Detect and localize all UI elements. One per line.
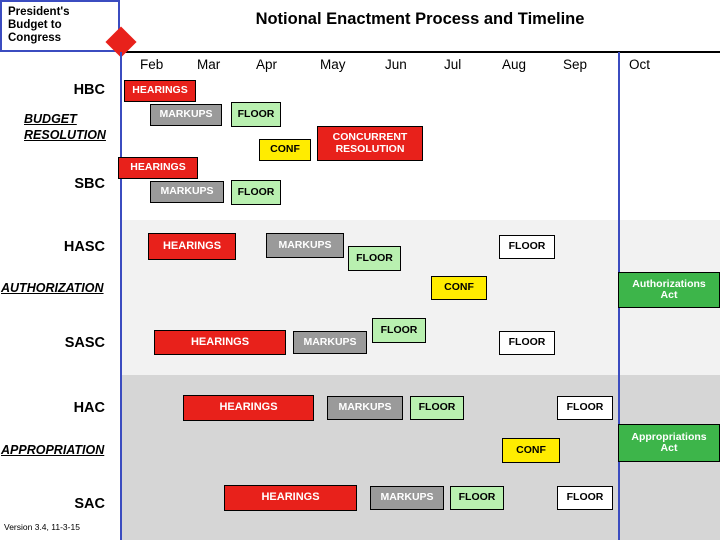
step-sasc-floor-1[interactable]: FLOOR bbox=[372, 318, 426, 343]
step-sac-markups[interactable]: MARKUPS bbox=[370, 486, 444, 510]
authorizations-act-line-2: Act bbox=[660, 289, 678, 301]
appropriations-act-line-1: Appropriations bbox=[631, 430, 707, 443]
presidents-budget-line-3: Congress bbox=[8, 32, 62, 44]
step-sac-floor-2[interactable]: FLOOR bbox=[557, 486, 613, 510]
page-title: Notional Enactment Process and Timeline bbox=[255, 10, 585, 28]
version-label: Version 3.4, 11-3-15 bbox=[4, 522, 80, 532]
presidents-budget-box: President's Budget to Congress bbox=[0, 0, 120, 52]
step-hbc-hearings[interactable]: HEARINGS bbox=[124, 80, 196, 102]
step-appropriations-act[interactable]: Appropriations Act bbox=[618, 424, 720, 462]
step-hbc-floor[interactable]: FLOOR bbox=[231, 102, 281, 127]
chamber-label-hbc: HBC bbox=[73, 82, 105, 98]
step-sasc-hearings[interactable]: HEARINGS bbox=[154, 330, 286, 355]
step-hbc-markups[interactable]: MARKUPS bbox=[150, 104, 222, 126]
concurrent-resolution-line-2: RESOLUTION bbox=[335, 142, 405, 155]
step-hac-floor-2[interactable]: FLOOR bbox=[557, 396, 613, 420]
concurrent-resolution-line-1: CONCURRENT bbox=[332, 131, 408, 143]
step-sasc-markups[interactable]: MARKUPS bbox=[293, 331, 367, 354]
title-divider bbox=[118, 51, 720, 53]
stage-label-appropriation: APPROPRIATION bbox=[1, 443, 105, 457]
stage-label-budget-line-2: RESOLUTION bbox=[24, 128, 106, 142]
step-hasc-floor-1[interactable]: FLOOR bbox=[348, 246, 401, 271]
step-sasc-floor-2[interactable]: FLOOR bbox=[499, 331, 555, 355]
month-label-apr: Apr bbox=[256, 57, 278, 72]
step-appropriation-conference[interactable]: CONF bbox=[502, 438, 560, 463]
step-sac-hearings[interactable]: HEARINGS bbox=[224, 485, 357, 511]
month-label-jun: Jun bbox=[385, 57, 407, 72]
month-label-oct: Oct bbox=[629, 57, 651, 72]
chamber-label-sbc: SBC bbox=[74, 176, 105, 192]
step-sbc-floor[interactable]: FLOOR bbox=[231, 180, 281, 205]
chamber-label-sasc: SASC bbox=[64, 335, 105, 351]
step-authorization-conference[interactable]: CONF bbox=[431, 276, 487, 300]
step-authorizations-act[interactable]: Authorizations Act bbox=[618, 272, 720, 308]
step-budget-conference[interactable]: CONF bbox=[259, 139, 311, 161]
chamber-label-hac: HAC bbox=[73, 400, 105, 416]
step-hasc-floor-2[interactable]: FLOOR bbox=[499, 235, 555, 259]
presidents-budget-line-1: President's bbox=[8, 6, 70, 18]
authorizations-act-line-1: Authorizations bbox=[632, 277, 706, 290]
left-column-backdrop bbox=[0, 220, 120, 540]
step-hac-floor-1[interactable]: FLOOR bbox=[410, 396, 464, 420]
stage-label-authorization: AUTHORIZATION bbox=[1, 281, 104, 295]
month-label-sep: Sep bbox=[563, 57, 588, 72]
chamber-label-hasc: HASC bbox=[63, 239, 105, 255]
month-label-may: May bbox=[320, 57, 346, 72]
step-concurrent-resolution[interactable]: CONCURRENT RESOLUTION bbox=[317, 126, 423, 161]
month-label-feb: Feb bbox=[140, 57, 164, 72]
step-sbc-hearings[interactable]: HEARINGS bbox=[118, 157, 198, 179]
month-label-aug: Aug bbox=[502, 57, 527, 72]
timeline-axis-left bbox=[120, 52, 122, 540]
step-hasc-hearings[interactable]: HEARINGS bbox=[148, 233, 236, 260]
month-label-jul: Jul bbox=[444, 57, 462, 72]
appropriations-act-line-2: Act bbox=[660, 442, 678, 454]
stage-label-budget-line-1: BUDGET bbox=[24, 112, 77, 126]
step-sbc-markups[interactable]: MARKUPS bbox=[150, 181, 224, 203]
presidents-budget-line-2: Budget to bbox=[8, 19, 62, 31]
step-sac-floor-1[interactable]: FLOOR bbox=[450, 486, 504, 510]
step-hasc-markups[interactable]: MARKUPS bbox=[266, 233, 344, 258]
step-hac-hearings[interactable]: HEARINGS bbox=[183, 395, 314, 421]
month-label-mar: Mar bbox=[197, 57, 221, 72]
chamber-label-sac: SAC bbox=[74, 496, 105, 512]
step-hac-markups[interactable]: MARKUPS bbox=[327, 396, 403, 420]
